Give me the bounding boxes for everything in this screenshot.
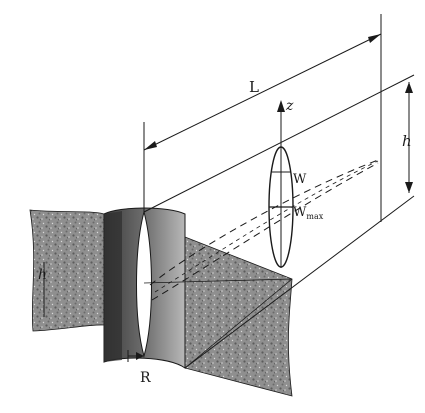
top-plane-line [143,74,415,213]
fracture-wing-upper-dashed [149,159,379,286]
radius-label: R [140,370,151,386]
fracture-wing-inner-dashed [154,160,379,293]
max-width-label: Wmax [293,205,324,221]
length-arrow-left [144,141,157,150]
length-dimension-line [143,33,382,151]
length-arrow-right [368,34,381,43]
rock-layer-right [184,236,293,397]
length-label: L [249,78,259,96]
z-axis-label: z [285,98,294,114]
fracture-wing-lower-dashed [151,162,379,301]
bottom-plane-line [184,195,415,369]
z-axis-arrow [277,100,285,112]
rock-layer-left [29,209,105,332]
mid-plane-line [143,278,293,284]
max-width-label-sub: max [306,212,323,221]
width-label: W [293,172,307,187]
height-arrow-bottom [405,182,413,193]
max-width-label-main: W [293,205,307,220]
height-arrow-top [405,82,413,93]
bottom-slab-line [184,278,293,369]
height-label-right: h [402,132,412,150]
borehole-inner-shadow [104,211,122,362]
height-label-left: h [38,267,47,283]
radius-arrow [136,352,144,360]
